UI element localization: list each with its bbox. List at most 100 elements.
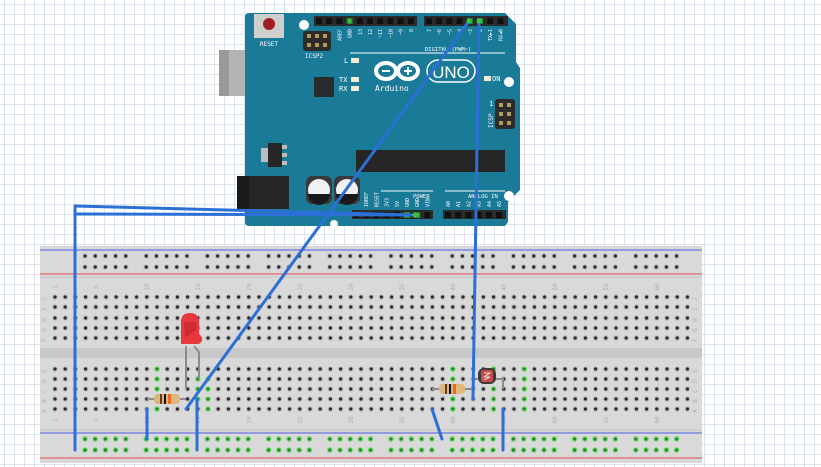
breadboard-hole[interactable] [481, 305, 485, 309]
breadboard-hole[interactable] [461, 377, 465, 381]
breadboard-hole[interactable] [53, 377, 57, 381]
breadboard-hole[interactable] [390, 367, 394, 371]
breadboard-hole[interactable] [267, 407, 271, 411]
breadboard-hole[interactable] [237, 305, 241, 309]
breadboard-hole[interactable] [573, 397, 577, 401]
breadboard-hole[interactable] [267, 265, 271, 269]
breadboard-hole[interactable] [583, 316, 588, 320]
breadboard-hole[interactable] [430, 295, 434, 299]
breadboard-hole[interactable] [675, 387, 679, 391]
breadboard-hole[interactable] [471, 407, 475, 411]
breadboard-hole[interactable] [624, 316, 628, 320]
breadboard-hole[interactable] [532, 448, 536, 452]
breadboard-hole[interactable] [145, 326, 149, 330]
header-pin[interactable] [397, 18, 404, 24]
breadboard-hole[interactable] [664, 448, 669, 452]
breadboard-hole[interactable] [634, 397, 639, 401]
breadboard-hole[interactable] [685, 407, 690, 411]
breadboard-hole[interactable] [400, 326, 404, 330]
breadboard-hole[interactable] [502, 367, 506, 371]
breadboard-hole[interactable] [522, 367, 526, 371]
breadboard-hole[interactable] [481, 265, 485, 269]
breadboard-hole[interactable] [369, 407, 373, 411]
breadboard-hole[interactable] [145, 295, 149, 299]
breadboard-hole[interactable] [655, 295, 659, 299]
breadboard-hole[interactable] [604, 367, 608, 371]
breadboard-hole[interactable] [53, 367, 57, 371]
breadboard-hole[interactable] [267, 254, 271, 258]
breadboard-hole[interactable] [144, 448, 148, 452]
breadboard-hole[interactable] [441, 326, 445, 330]
breadboard-hole[interactable] [114, 305, 118, 309]
breadboard-hole[interactable] [593, 265, 597, 269]
breadboard-hole[interactable] [400, 367, 404, 371]
breadboard-hole[interactable] [247, 326, 251, 330]
breadboard-hole[interactable] [594, 305, 598, 309]
breadboard-hole[interactable] [542, 437, 546, 441]
breadboard-hole[interactable] [135, 326, 139, 330]
breadboard-hole[interactable] [267, 437, 271, 441]
breadboard-hole[interactable] [205, 437, 209, 441]
breadboard-hole[interactable] [420, 305, 424, 309]
breadboard-hole[interactable] [165, 407, 169, 411]
breadboard-hole[interactable] [583, 377, 588, 381]
breadboard-hole[interactable] [441, 336, 445, 340]
breadboard-hole[interactable] [63, 316, 67, 320]
breadboard-hole[interactable] [288, 407, 292, 411]
breadboard-hole[interactable] [328, 305, 332, 309]
breadboard-hole[interactable] [135, 387, 139, 391]
breadboard-hole[interactable] [154, 437, 158, 441]
breadboard-hole[interactable] [665, 295, 669, 299]
breadboard-hole[interactable] [94, 326, 98, 330]
breadboard-hole[interactable] [63, 377, 67, 381]
breadboard-hole[interactable] [104, 305, 108, 309]
breadboard-hole[interactable] [563, 326, 567, 330]
breadboard-hole[interactable] [614, 377, 618, 381]
wire-a40-to-rail[interactable] [430, 407, 444, 441]
breadboard-hole[interactable] [409, 254, 413, 258]
breadboard-hole[interactable] [604, 316, 608, 320]
breadboard-hole[interactable] [237, 397, 241, 401]
header-pin[interactable] [456, 18, 463, 24]
breadboard-hole[interactable] [634, 377, 639, 381]
breadboard-hole[interactable] [349, 326, 353, 330]
breadboard-hole[interactable] [420, 254, 424, 258]
breadboard-hole[interactable] [430, 254, 434, 258]
breadboard-hole[interactable] [328, 407, 332, 411]
breadboard-hole[interactable] [155, 377, 159, 381]
breadboard-hole[interactable] [185, 254, 189, 258]
breadboard-hole[interactable] [257, 336, 261, 340]
breadboard-hole[interactable] [563, 367, 567, 371]
breadboard-hole[interactable] [135, 367, 139, 371]
breadboard-hole[interactable] [104, 377, 108, 381]
breadboard-hole[interactable] [512, 326, 516, 330]
breadboard-hole[interactable] [430, 397, 434, 401]
breadboard-hole[interactable] [53, 407, 57, 411]
breadboard-hole[interactable] [93, 448, 97, 452]
breadboard-hole[interactable] [604, 326, 608, 330]
breadboard-hole[interactable] [563, 295, 567, 299]
breadboard-hole[interactable] [634, 437, 638, 441]
breadboard-hole[interactable] [481, 387, 485, 391]
breadboard-hole[interactable] [84, 326, 88, 330]
breadboard-hole[interactable] [379, 295, 383, 299]
breadboard-hole[interactable] [277, 326, 281, 330]
breadboard-hole[interactable] [369, 265, 373, 269]
breadboard-hole[interactable] [563, 336, 567, 340]
breadboard-hole[interactable] [461, 316, 465, 320]
breadboard-hole[interactable] [288, 397, 292, 401]
breadboard-hole[interactable] [583, 254, 587, 258]
header-pin[interactable] [407, 18, 414, 24]
breadboard-hole[interactable] [593, 254, 597, 258]
breadboard-hole[interactable] [267, 397, 271, 401]
breadboard-hole[interactable] [308, 336, 312, 340]
breadboard-hole[interactable] [287, 437, 291, 441]
breadboard-hole[interactable] [277, 377, 281, 381]
breadboard-hole[interactable] [594, 367, 598, 371]
breadboard-hole[interactable] [277, 316, 281, 320]
breadboard-hole[interactable] [624, 305, 628, 309]
breadboard-hole[interactable] [390, 336, 394, 340]
breadboard-hole[interactable] [308, 407, 312, 411]
breadboard-hole[interactable] [63, 295, 67, 299]
breadboard-hole[interactable] [410, 397, 414, 401]
